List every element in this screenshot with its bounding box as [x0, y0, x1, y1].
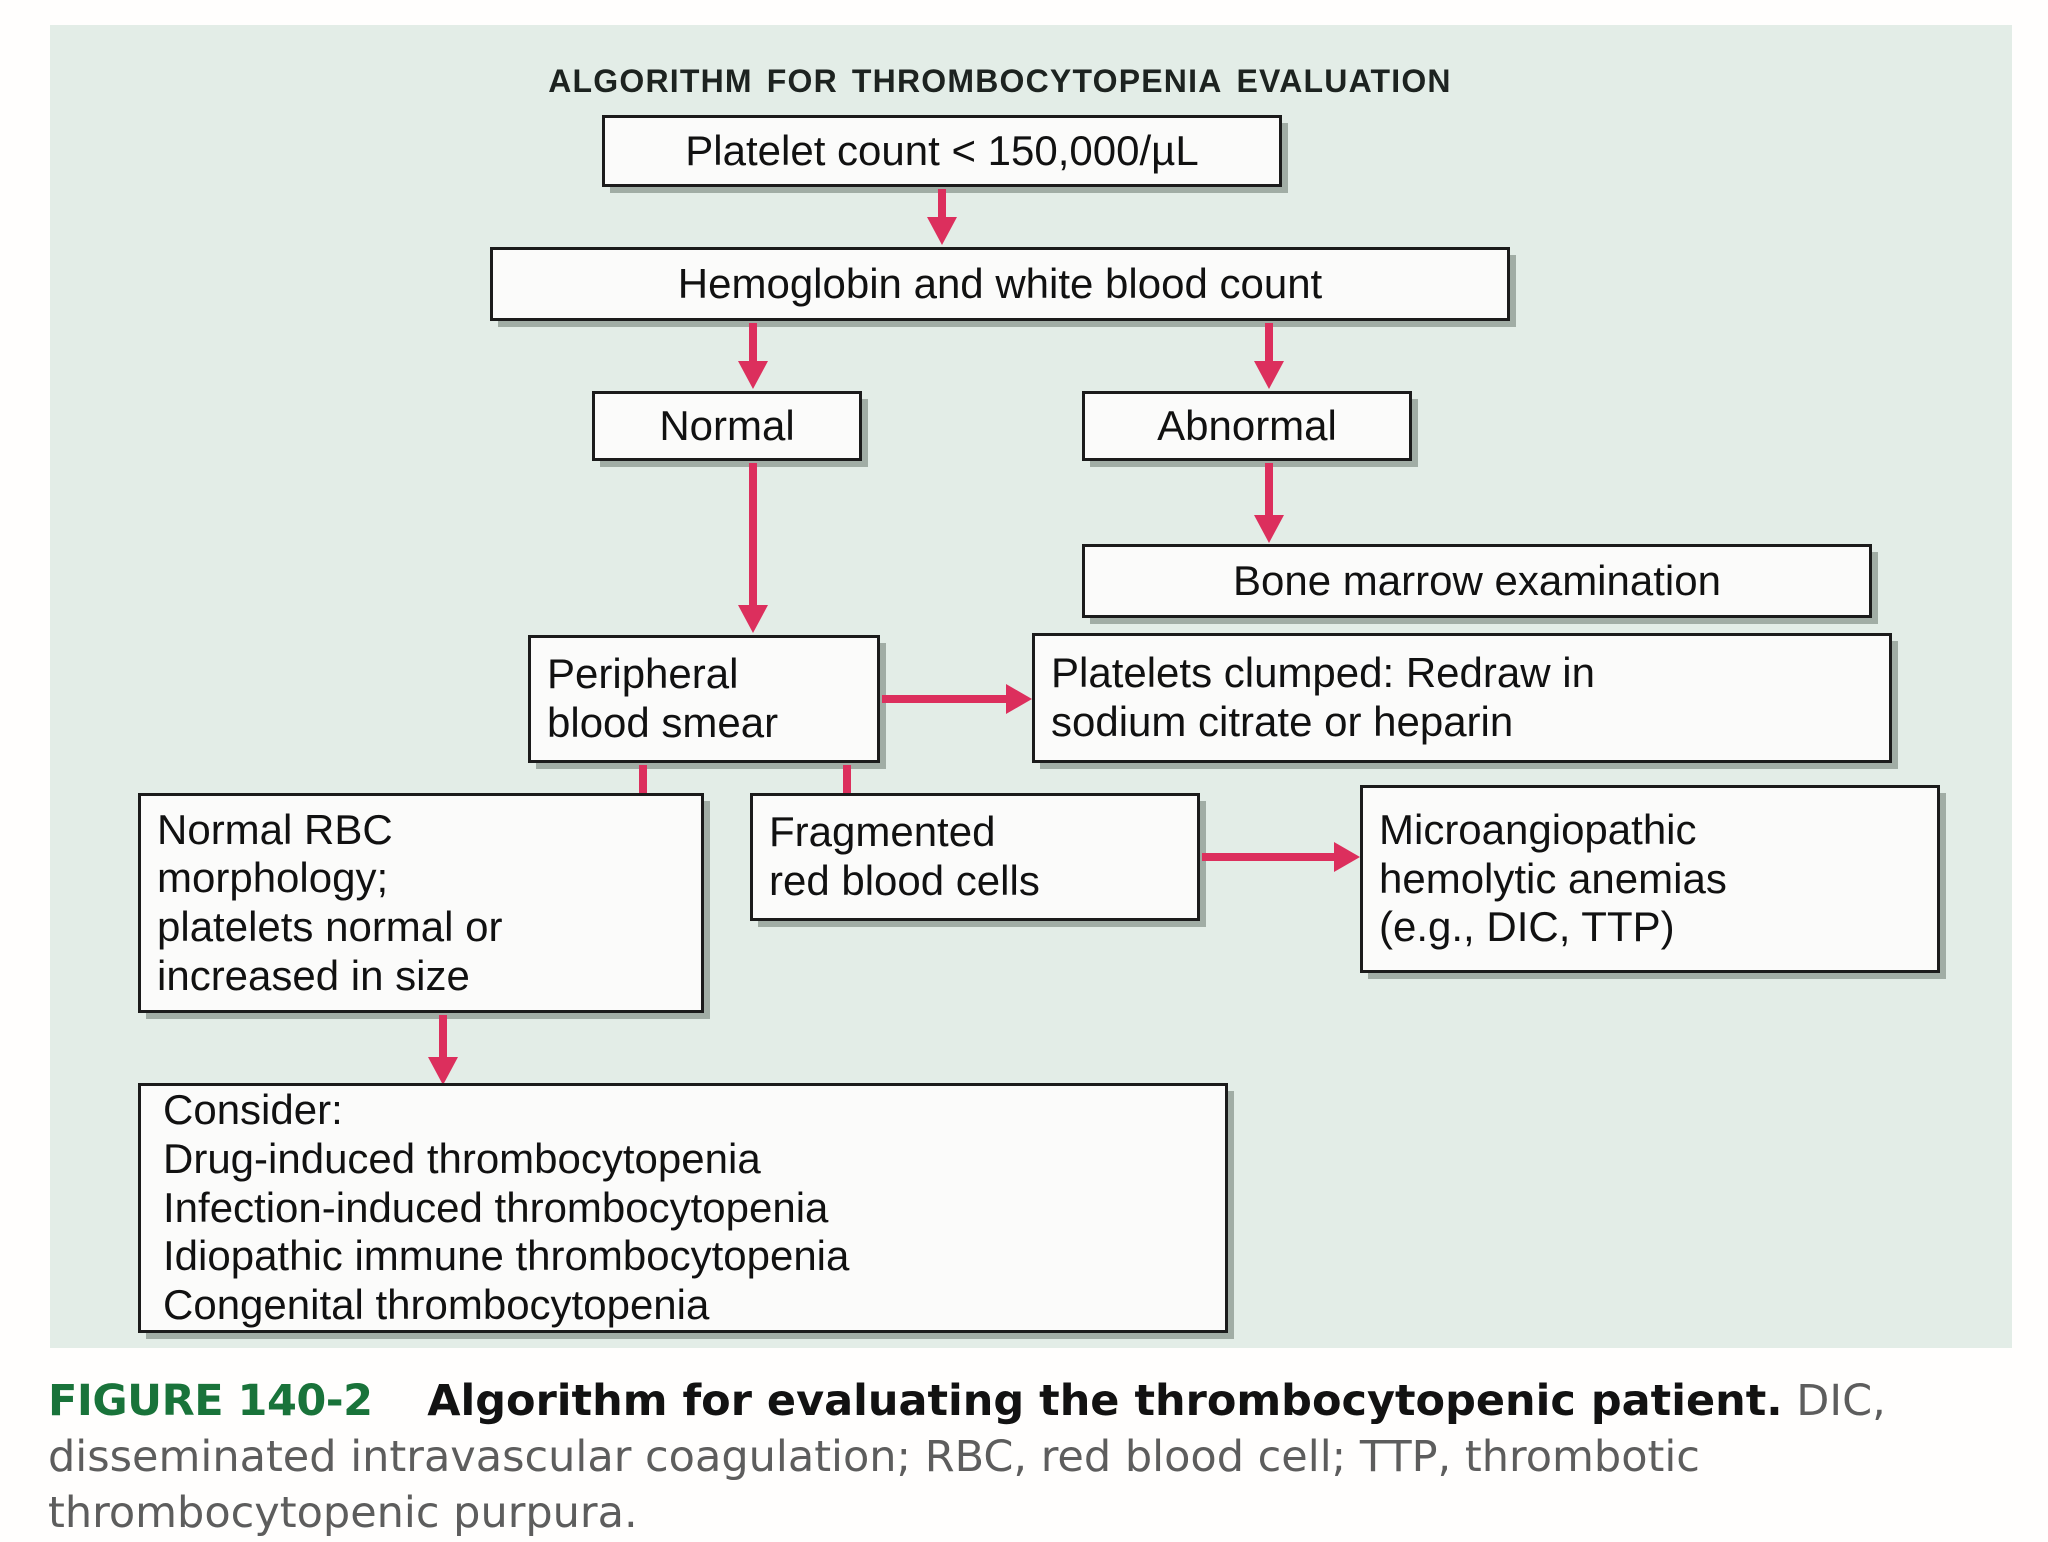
arrow-head	[738, 361, 768, 389]
arrow-hgb-to-abnormal	[1254, 323, 1284, 389]
node-platelet-count-label: Platelet count < 150,000/µL	[685, 126, 1199, 174]
node-normal-label: Normal	[659, 401, 795, 449]
node-platelets-clumped-label: Platelets clumped: Redraw in sodium citr…	[1051, 649, 1595, 745]
node-platelets-clumped: Platelets clumped: Redraw in sodium citr…	[1032, 633, 1892, 763]
arrow-stem	[843, 765, 851, 819]
node-fragmented-rbc-label: Fragmented red blood cells	[769, 808, 1040, 904]
figure-number: FIGURE 140-2	[48, 1376, 373, 1426]
arrow-head	[927, 217, 957, 245]
arrow-stem	[1265, 323, 1273, 363]
arrow-stem	[1265, 463, 1273, 517]
arrow-head	[1006, 684, 1032, 714]
arrow-platelet-to-hgb	[927, 189, 957, 245]
node-normal: Normal	[592, 391, 862, 461]
node-bone-marrow-label: Bone marrow examination	[1233, 556, 1721, 604]
node-platelet-count: Platelet count < 150,000/µL	[602, 115, 1282, 187]
node-microangiopathic-label: Microangiopathic hemolytic anemias (e.g.…	[1379, 805, 1727, 951]
arrow-smear-to-clumped	[882, 684, 1032, 714]
figure-caption-rest: DIC, disseminated intravascular coagulat…	[48, 1376, 1886, 1538]
arrow-stem	[1202, 853, 1336, 861]
arrow-stem	[938, 189, 946, 219]
arrow-head	[1254, 515, 1284, 543]
figure-caption-lead: Algorithm for evaluating the thrombocyto…	[427, 1376, 1783, 1426]
arrow-normal-to-smear	[738, 463, 768, 633]
arrow-normal-rbc-to-consider	[428, 1015, 458, 1085]
node-fragmented-rbc: Fragmented red blood cells	[750, 793, 1200, 921]
node-bone-marrow: Bone marrow examination	[1082, 544, 1872, 618]
arrow-head	[738, 605, 768, 633]
arrow-stem	[639, 765, 647, 819]
arrow-stem	[882, 695, 1008, 703]
node-peripheral-smear: Peripheral blood smear	[528, 635, 880, 763]
node-abnormal: Abnormal	[1082, 391, 1412, 461]
arrow-stem	[749, 463, 757, 607]
arrow-stem	[749, 323, 757, 363]
node-microangiopathic: Microangiopathic hemolytic anemias (e.g.…	[1360, 785, 1940, 973]
figure-caption: FIGURE 140-2 Algorithm for evaluating th…	[48, 1374, 1978, 1542]
arrow-head	[428, 1057, 458, 1085]
node-hgb-wbc: Hemoglobin and white blood count	[490, 247, 1510, 321]
arrow-stem	[439, 1015, 447, 1059]
arrow-fragmented-to-microangiopathic	[1202, 842, 1360, 872]
arrow-head	[1254, 361, 1284, 389]
algorithm-panel: Algorithm for Thrombocytopenia Evaluatio…	[50, 25, 2012, 1348]
node-consider: Consider: Drug-induced thrombocytopenia …	[138, 1083, 1228, 1333]
node-normal-rbc-label: Normal RBC morphology; platelets normal …	[157, 805, 503, 999]
node-hgb-wbc-label: Hemoglobin and white blood count	[677, 259, 1323, 307]
page-title: Algorithm for Thrombocytopenia Evaluatio…	[548, 50, 1452, 102]
arrow-hgb-to-normal	[738, 323, 768, 389]
arrow-abnormal-to-bone-marrow	[1254, 463, 1284, 543]
node-consider-label: Consider: Drug-induced thrombocytopenia …	[163, 1086, 850, 1329]
arrow-head	[1334, 842, 1360, 872]
node-abnormal-label: Abnormal	[1157, 401, 1337, 449]
node-normal-rbc: Normal RBC morphology; platelets normal …	[138, 793, 704, 1013]
node-peripheral-smear-label: Peripheral blood smear	[547, 650, 779, 746]
